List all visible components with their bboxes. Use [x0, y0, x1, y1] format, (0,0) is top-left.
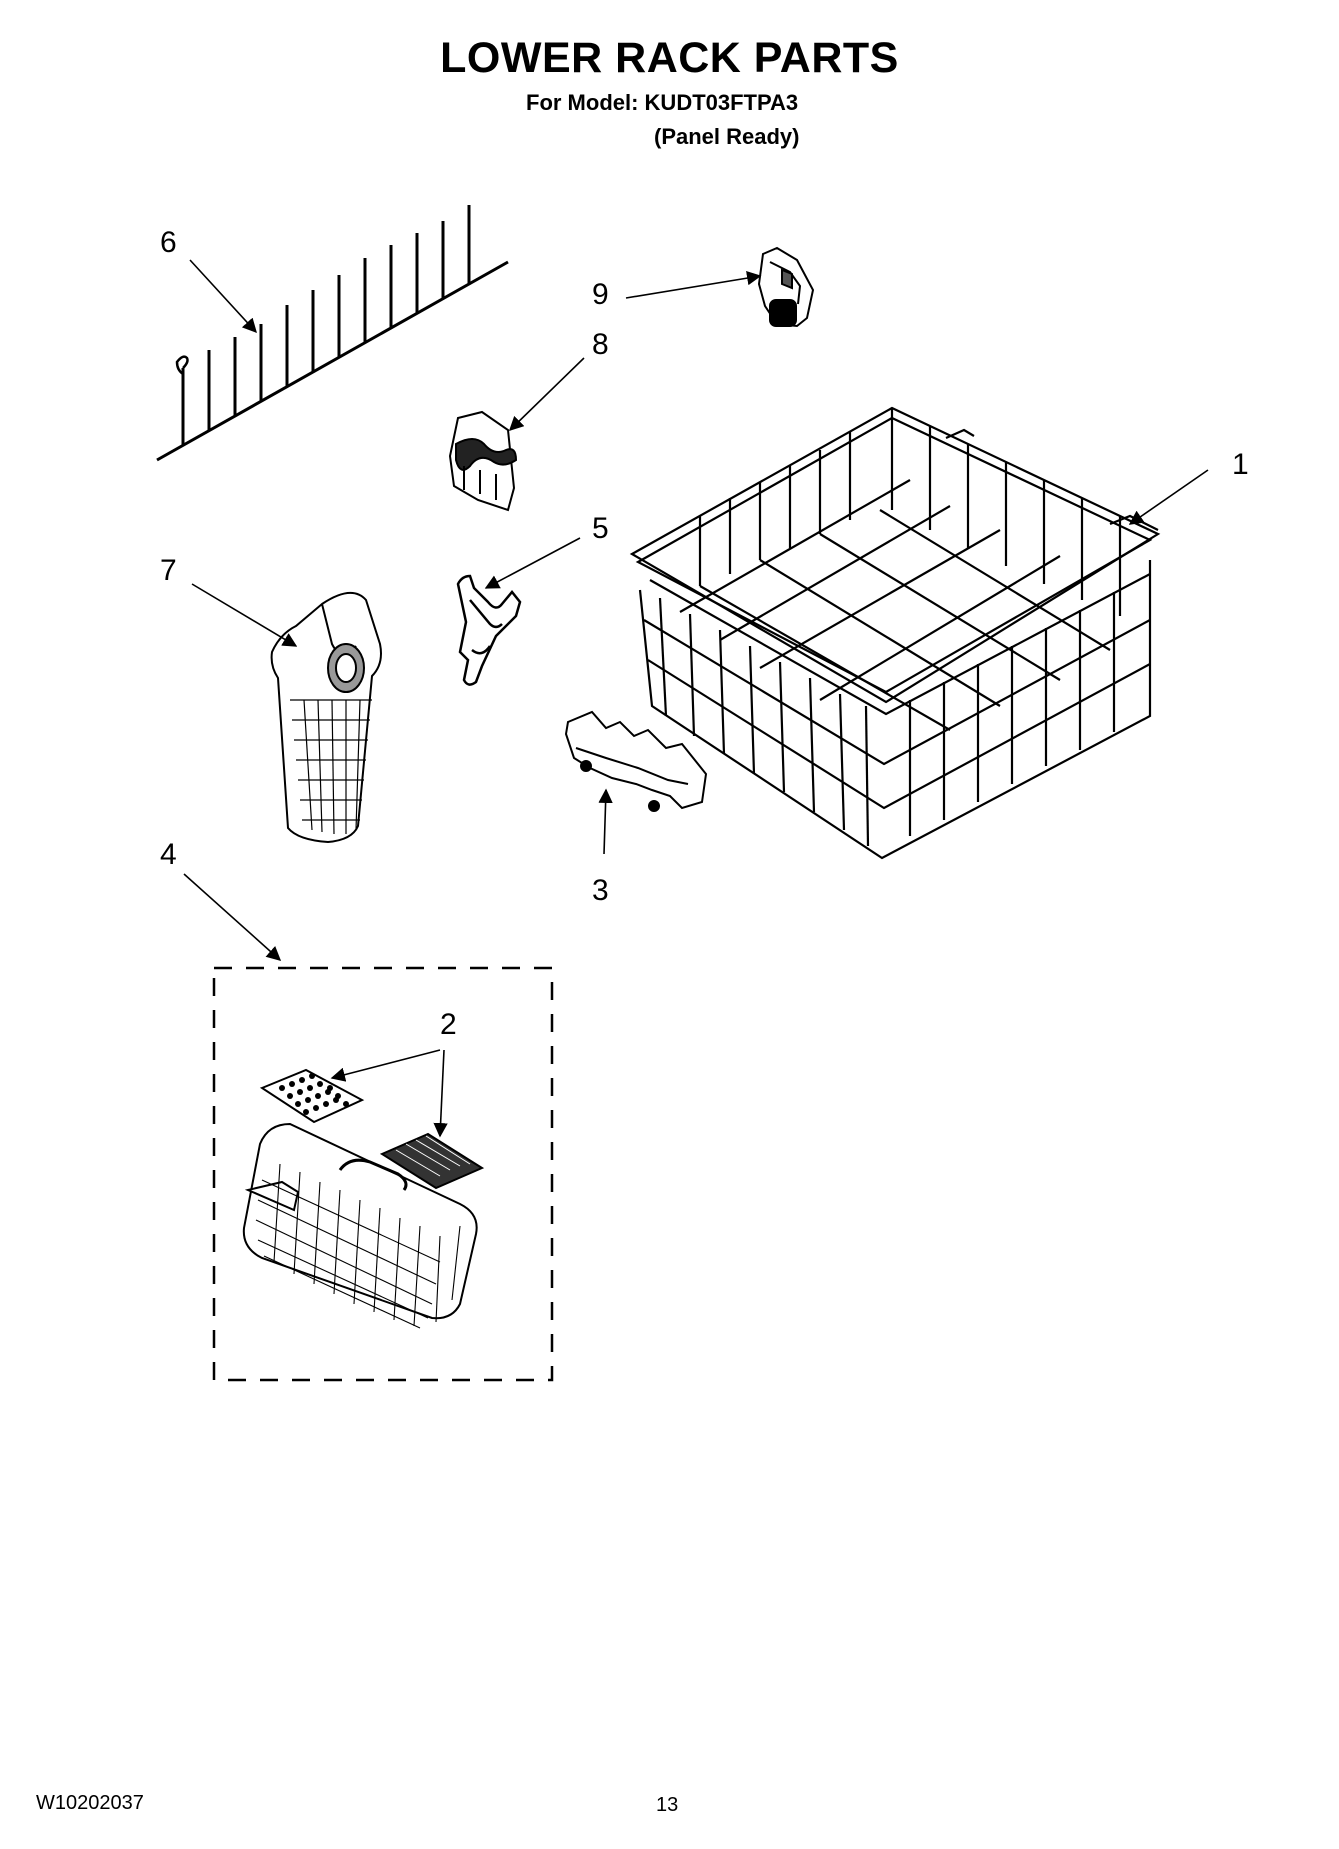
- part-tine-clip: [456, 574, 522, 686]
- callout-8: 8: [592, 328, 609, 361]
- part-tine-row: [156, 205, 509, 462]
- callout-5: 5: [592, 512, 609, 545]
- part-lower-rack: [629, 406, 1161, 860]
- callout-6: 6: [160, 226, 177, 259]
- part-basket-cover-right: [379, 1132, 485, 1190]
- variant-label: (Panel Ready): [654, 124, 800, 149]
- callout-9: 9: [592, 278, 609, 311]
- page-number: 13: [656, 1794, 679, 1816]
- part-silverware-basket: [242, 1122, 478, 1329]
- part-utensil-holder: [270, 592, 382, 844]
- callout-1: 1: [1232, 448, 1249, 481]
- callout-3: 3: [592, 874, 609, 907]
- leader-lines: [183, 259, 1209, 1138]
- document-number: W10202037: [36, 1792, 144, 1814]
- assembly-box: [212, 966, 554, 1382]
- callout-4: 4: [160, 838, 177, 871]
- part-basket-cover-left: [259, 1068, 365, 1124]
- model-line: For Model: KUDT03FTPA3: [526, 90, 799, 115]
- page-title: LOWER RACK PARTS: [440, 34, 899, 82]
- callout-7: 7: [160, 554, 177, 587]
- callout-2: 2: [440, 1008, 457, 1041]
- part-rack-clip: [564, 710, 708, 812]
- part-wheel-bracket: [757, 246, 815, 328]
- part-rack-bracket: [448, 410, 518, 512]
